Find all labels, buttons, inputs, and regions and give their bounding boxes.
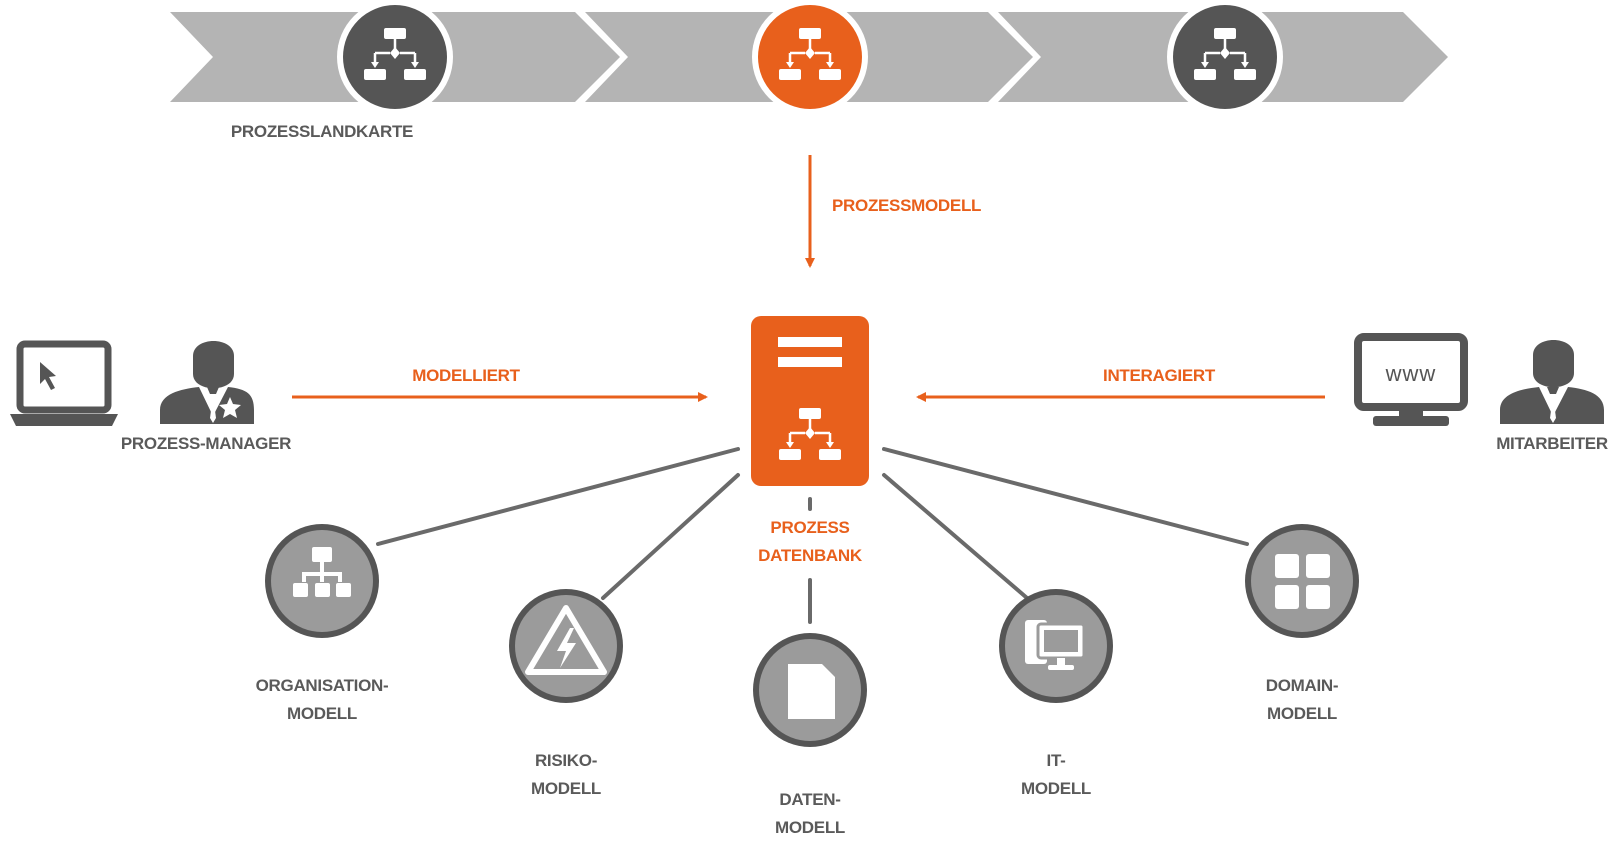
- interagiert-label: INTERAGIERT: [1103, 366, 1215, 385]
- model-it: [999, 589, 1113, 703]
- model-organisation: [265, 524, 379, 638]
- it-model-label-line2: MODELL: [1021, 779, 1091, 798]
- process-map-chevrons: [170, 12, 1448, 102]
- employee-label: MITARBEITER: [1496, 434, 1608, 453]
- it-model-label-line1: IT-: [1046, 751, 1066, 770]
- monitor-icon: www: [1354, 333, 1468, 426]
- risiko-model-label-line1: RISIKO-: [534, 751, 598, 770]
- process-database: [751, 316, 869, 486]
- database-label-line1: PROZESS: [770, 518, 850, 537]
- model-daten: [753, 633, 867, 747]
- process-stage-3: [1167, 0, 1283, 115]
- domain-model-label-line1: DOMAIN-: [1265, 676, 1339, 695]
- manager-label: PROZESS-MANAGER: [120, 434, 292, 453]
- model-connectors: [376, 447, 1249, 624]
- daten-model-label-line2: MODELL: [775, 818, 845, 837]
- monitor-www-text: www: [1385, 361, 1437, 386]
- it-model-label: IT- MODELL: [1021, 747, 1091, 803]
- model-risiko: [509, 589, 623, 703]
- domain-model-label-line2: MODELL: [1267, 704, 1337, 723]
- process-stage-2: [752, 0, 868, 115]
- organisation-model-label: ORGANISATION- MODELL: [256, 672, 389, 728]
- model-domain: [1245, 524, 1359, 638]
- grid-icon: [1275, 554, 1330, 609]
- laptop-icon: [10, 340, 118, 426]
- manager-person-icon: [160, 341, 254, 424]
- risiko-model-label-line2: MODELL: [531, 779, 601, 798]
- modelliert-label: MODELLIERT: [412, 366, 520, 385]
- database-label: PROZESS DATENBANK: [758, 514, 862, 570]
- warning-bolt-icon: [525, 605, 607, 675]
- document-icon: [788, 664, 835, 719]
- domain-model-label: DOMAIN- MODELL: [1266, 672, 1339, 728]
- daten-model-label-line1: DATEN-: [779, 790, 841, 809]
- org-chart-icon: [293, 547, 351, 597]
- risiko-model-label: RISIKO- MODELL: [531, 747, 601, 803]
- employee-person-icon: [1500, 340, 1604, 424]
- process-map-label: PROZESSLANDKARTE: [230, 122, 414, 141]
- organisation-model-label-line2: MODELL: [287, 704, 357, 723]
- process-stage-1: [337, 0, 453, 115]
- database-label-line2: DATENBANK: [758, 546, 862, 565]
- prozessmodell-label: PROZESSMODELL: [832, 196, 982, 215]
- computer-icon: [1025, 620, 1086, 670]
- organisation-model-label-line1: ORGANISATION-: [255, 676, 389, 695]
- daten-model-label: DATEN- MODELL: [775, 786, 845, 842]
